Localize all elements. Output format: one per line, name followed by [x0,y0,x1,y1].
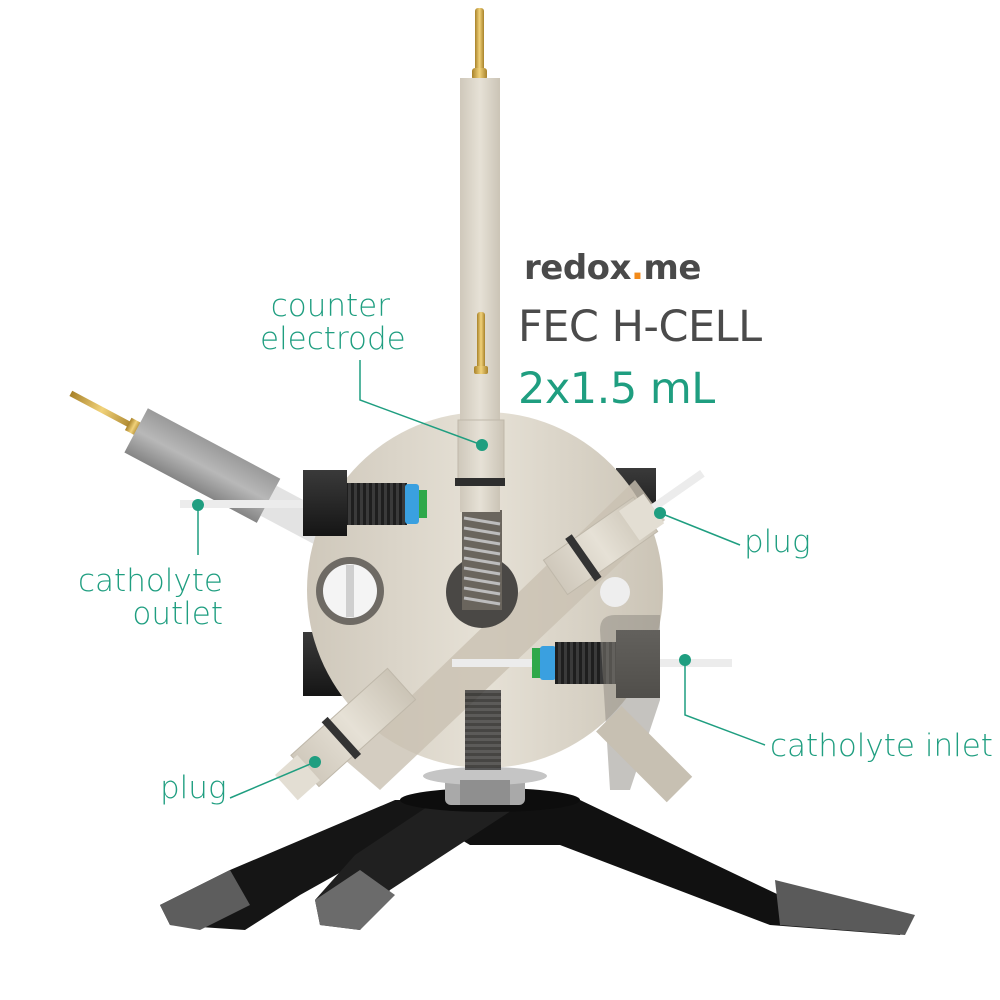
brand-text-redox: redox [524,248,631,288]
callout-catholyte-inlet: catholyte inlet [770,728,993,764]
brand-text-me: me [643,248,701,288]
callout-plug-right: plug [744,524,811,560]
callout-catholyte-outlet-line1: catholyte [78,563,223,599]
vent-hole [600,577,630,607]
threaded-post [465,690,501,770]
callout-lines [197,360,766,799]
plug-right-part [542,470,705,596]
counter-electrode-rod [455,8,505,512]
product-title: FEC H-CELL [518,302,762,352]
callout-catholyte-outlet: catholyte outlet [60,565,223,630]
brand-dot: . [630,248,644,288]
plug-left-part [274,667,417,801]
callout-dots [192,439,691,768]
brand-logo: redox.me [524,248,701,288]
callout-catholyte-outlet-line2: outlet [132,595,223,632]
callout-counter-electrode: counter electrode [260,288,406,357]
callout-counter-electrode-line1: counter [270,288,390,324]
screw-window [316,557,384,625]
callout-counter-electrode-line2: electrode [260,320,406,357]
reference-electrode [69,390,339,549]
plug-lower-right [596,706,693,803]
callout-plug-left: plug [160,770,227,806]
tripod-stand [160,788,915,935]
spring-chamber [446,510,518,628]
stand-connector [423,767,547,805]
product-volume: 2x1.5 mL [518,364,715,414]
outlet-fitting [180,470,427,536]
